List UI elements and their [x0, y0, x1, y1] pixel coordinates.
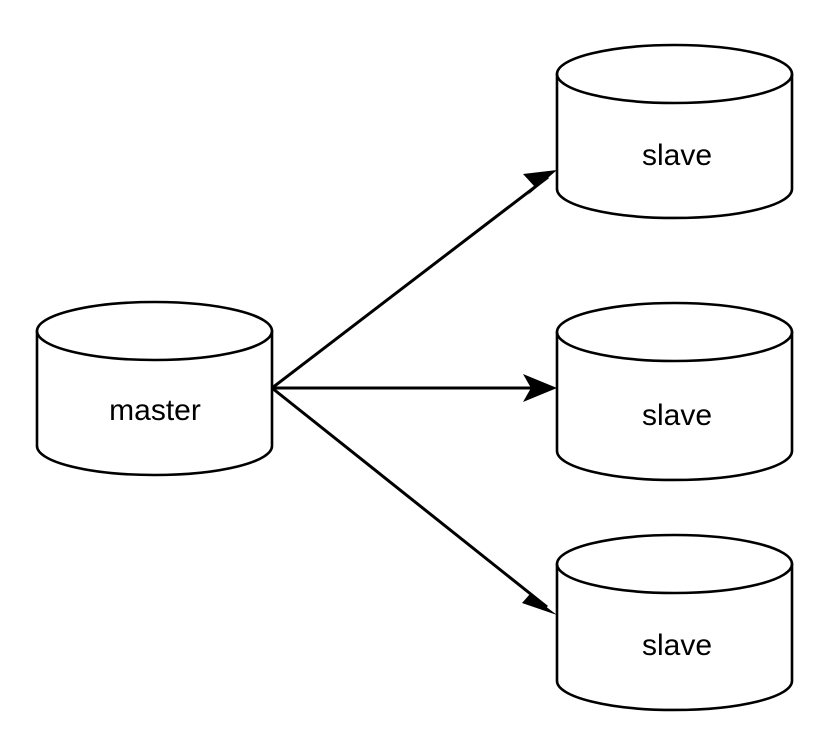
slave-1-cylinder-top — [555, 43, 794, 105]
edge-line-upper — [271, 175, 549, 390]
slave-3-cylinder-top — [555, 533, 794, 595]
slave-1-label: slave — [642, 139, 712, 172]
slave-1-cylinder-body — [555, 72, 794, 220]
master-label: master — [109, 394, 201, 427]
slave-3-cylinder-body — [555, 562, 794, 712]
node-slave-1[interactable]: slave — [555, 43, 794, 220]
edge-master-to-slave-1[interactable] — [271, 170, 557, 390]
slave-2-label: slave — [642, 399, 712, 432]
edge-line-lower — [271, 386, 548, 609]
slave-2-cylinder-top — [555, 301, 794, 363]
edge-master-to-slave-3[interactable] — [271, 386, 557, 615]
node-slave-2[interactable]: slave — [555, 301, 794, 482]
slave-2-cylinder-body — [555, 330, 794, 482]
edge-group — [271, 170, 557, 615]
arrowhead-icon-middle — [523, 374, 557, 402]
master-cylinder-top — [35, 300, 274, 362]
arrowhead-icon-lower — [520, 587, 557, 615]
arrowhead-icon-upper — [523, 170, 557, 195]
edge-master-to-slave-2[interactable] — [272, 374, 557, 402]
node-slave-3[interactable]: slave — [555, 533, 794, 712]
slave-3-label: slave — [642, 629, 712, 662]
node-master[interactable]: master — [35, 300, 274, 477]
master-cylinder-body — [35, 329, 274, 477]
